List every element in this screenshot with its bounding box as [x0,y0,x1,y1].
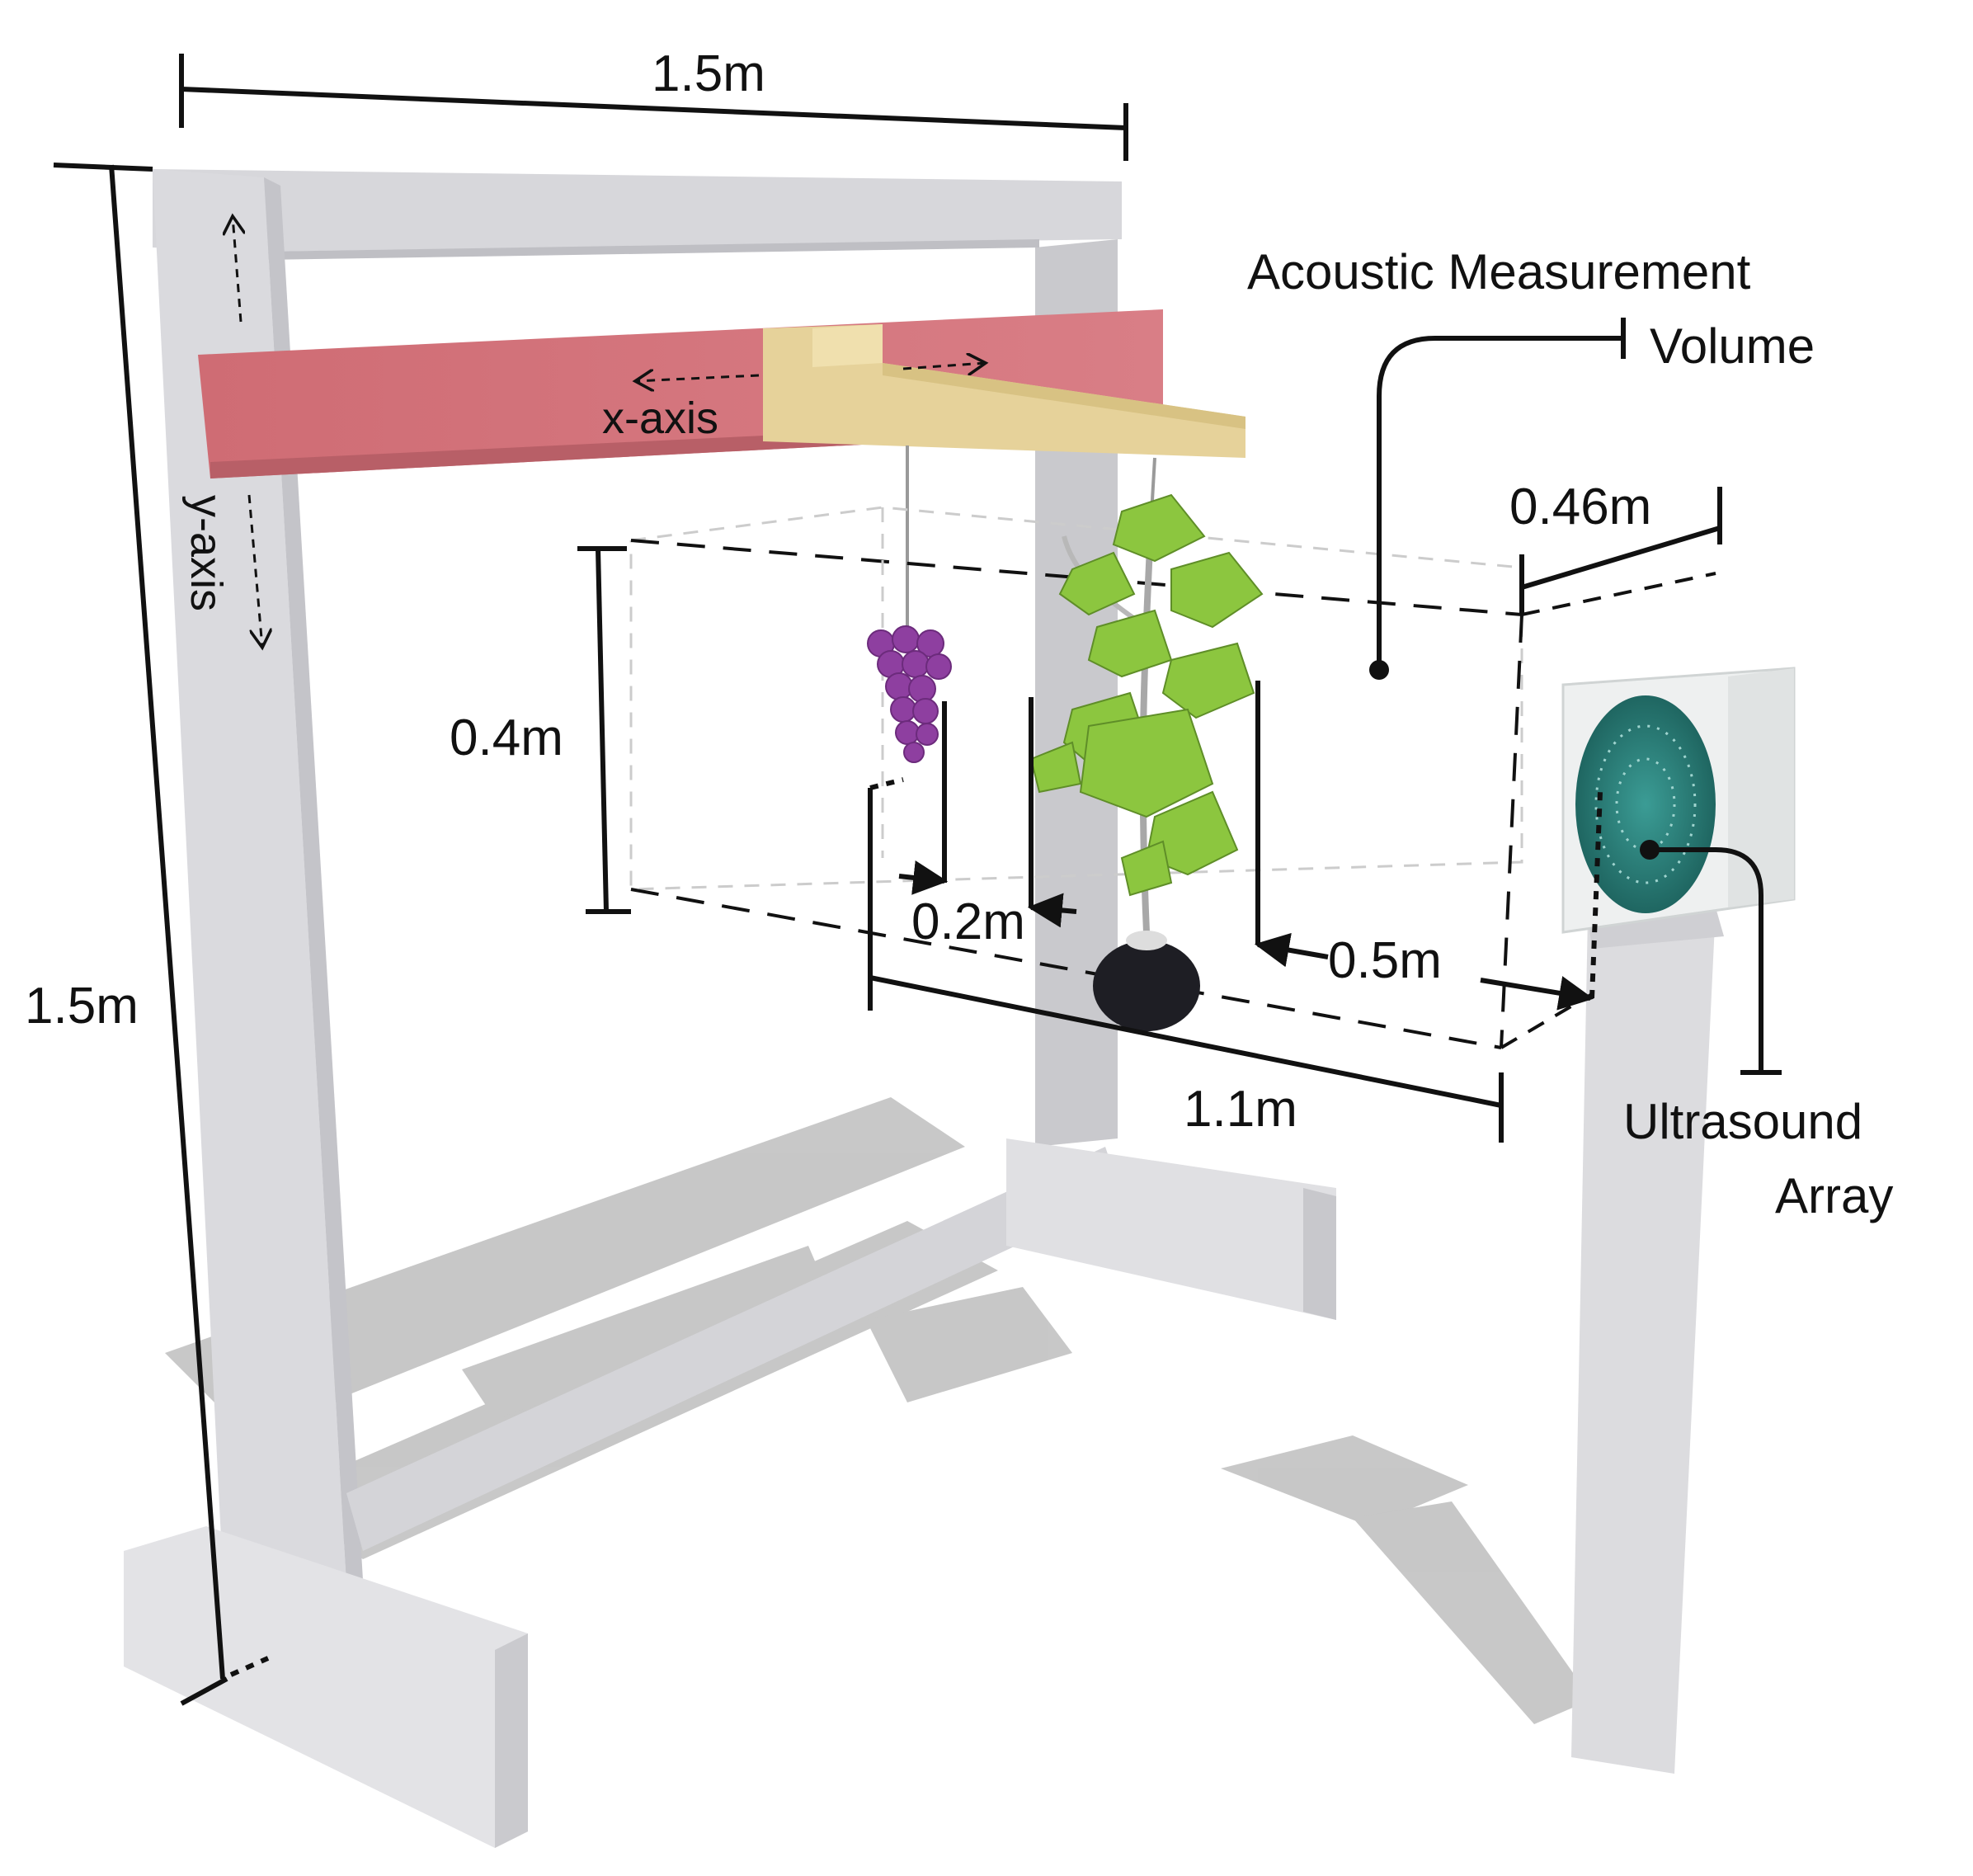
frame-left-post [153,169,346,1584]
annotations [53,54,1782,1706]
carriage [763,324,1245,458]
frame-width-label: 1.5m [652,45,765,102]
array-stand-post [1571,907,1716,1774]
array-leader-dot [1640,840,1660,860]
x-axis-label: x-axis [602,394,718,443]
volume-length-label: 1.1m [1184,1081,1297,1138]
volume-height-label: 0.4m [450,709,563,766]
volume-label-line2: Volume [1650,318,1815,374]
grapevine-plant [1029,493,1264,1031]
volume-leader-dot [1369,660,1389,680]
frame-height-label: 1.5m [25,978,139,1035]
frame-bottom-bar [346,1147,1122,1551]
frame-top-beam [153,169,1122,252]
y-axis-label: y-axis [181,495,231,611]
frame-right-foot [1006,1138,1336,1320]
volume-depth-label: 0.46m [1509,478,1651,535]
grape-offset-label: 0.2m [911,893,1025,950]
plant-offset-label: 0.5m [1328,932,1442,989]
gantry-frame [124,169,1724,1848]
ultrasound-array [1561,667,1796,934]
plant-pot [1093,940,1200,1031]
array-label-line1: Ultrasound [1623,1094,1862,1149]
grape-cluster [867,625,952,763]
array-label-line2: Array [1775,1168,1893,1223]
axis-arrows [233,216,986,648]
frame-left-foot [124,1526,528,1848]
measurement-volume-box [629,506,1716,1049]
volume-label-line1: Acoustic Measurement [1247,244,1751,299]
